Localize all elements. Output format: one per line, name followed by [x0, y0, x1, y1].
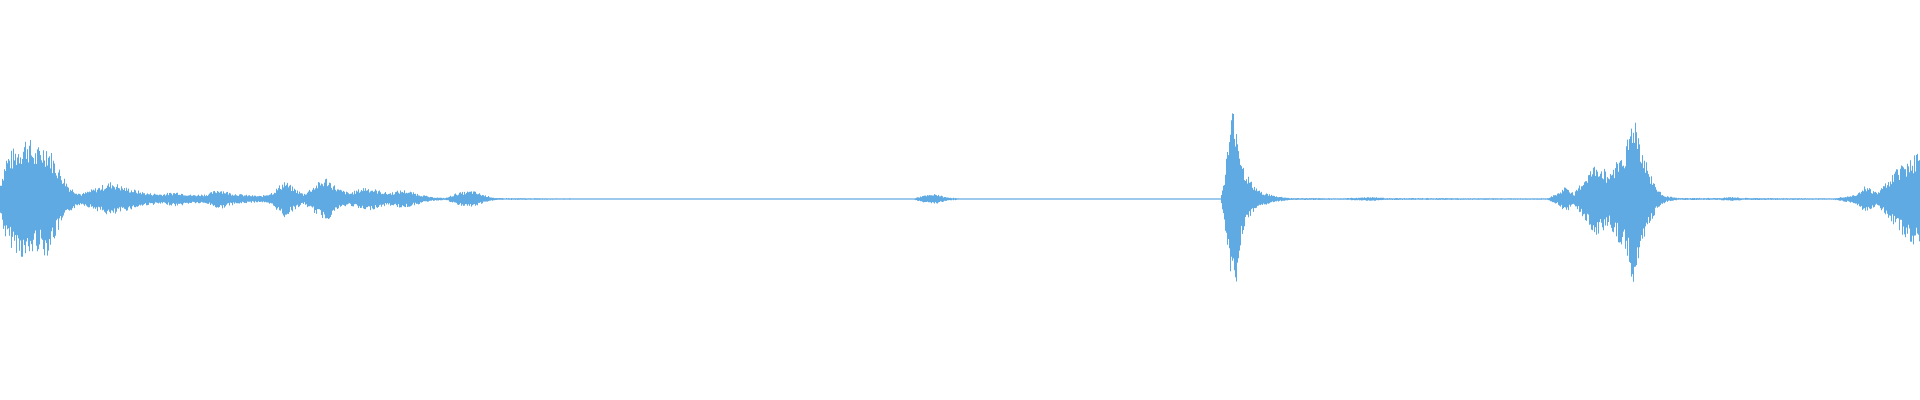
waveform-samples — [0, 113, 1920, 282]
